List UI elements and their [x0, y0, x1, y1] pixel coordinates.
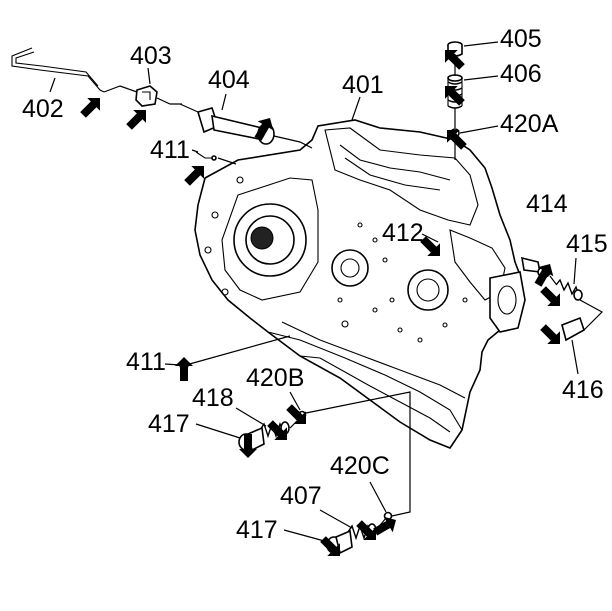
callout-417-mid: 417	[148, 410, 190, 438]
arrow-icon	[254, 118, 274, 141]
part-415-spring	[555, 278, 583, 301]
arrow-icon	[239, 434, 257, 458]
callout-404: 404	[208, 66, 250, 94]
callout-420b: 420B	[246, 364, 304, 392]
callout-417-bottom: 417	[236, 516, 278, 544]
callout-402: 402	[22, 95, 64, 123]
callout-401: 401	[342, 71, 384, 99]
callout-407: 407	[280, 482, 322, 510]
arrow-icon	[373, 516, 396, 536]
arrow-icon	[447, 130, 467, 150]
callout-405: 405	[500, 25, 542, 53]
callout-416: 416	[562, 376, 604, 404]
callout-403: 403	[130, 42, 172, 70]
callouts: 402 403 404 401 405 406 420A 411 412 414…	[22, 25, 608, 544]
callout-420a: 420A	[500, 110, 559, 138]
callout-412: 412	[382, 219, 424, 247]
housing-401	[194, 119, 526, 449]
part-402-rod	[11, 47, 105, 93]
callout-411-top: 411	[150, 136, 190, 164]
arrow-icon	[356, 520, 376, 540]
indicator-arrows	[80, 50, 560, 556]
arrow-icon	[320, 536, 340, 556]
arrow-icon	[126, 110, 146, 130]
callout-411-bottom: 411	[126, 348, 166, 376]
assembly-lines	[103, 54, 603, 531]
arrow-icon	[175, 357, 193, 381]
arrow-icon	[184, 166, 204, 186]
callout-420c: 420C	[330, 452, 390, 480]
part-411-top-pin	[195, 151, 217, 161]
arrow-icon	[445, 86, 465, 106]
callout-406: 406	[500, 60, 542, 88]
arrow-icon	[445, 50, 465, 70]
callout-418: 418	[192, 384, 234, 412]
arrow-icon	[534, 264, 554, 287]
arrow-icon	[267, 420, 287, 440]
callout-415: 415	[566, 230, 608, 258]
part-403-clip	[135, 85, 158, 107]
part-416-retainer	[561, 316, 585, 342]
callout-414: 414	[526, 190, 568, 218]
arrow-icon	[420, 236, 440, 256]
part-404-valve	[179, 103, 275, 145]
arrow-icon	[80, 98, 100, 118]
arrow-icon	[540, 286, 560, 306]
arrow-icon	[286, 404, 306, 424]
arrow-icon	[540, 324, 560, 344]
